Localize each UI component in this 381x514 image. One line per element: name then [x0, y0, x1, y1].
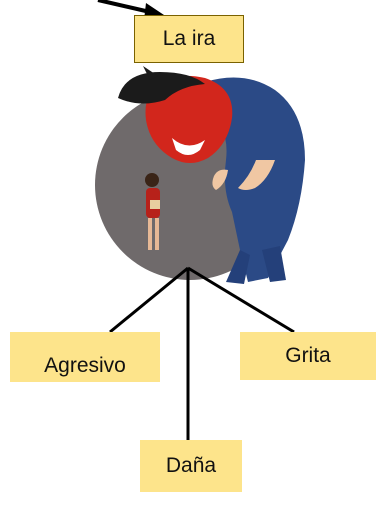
connector-lines: [109, 266, 295, 440]
branch-box-dana: Daña: [140, 440, 242, 492]
branch-label-agresivo: Agresivo: [44, 354, 126, 377]
title-box: La ira: [134, 15, 244, 63]
title-label: La ira: [162, 27, 216, 50]
branch-label-dana: Daña: [165, 454, 217, 477]
branch-box-agresivo: Agresivo: [10, 332, 160, 382]
branch-box-grita: Grita: [240, 332, 376, 380]
angry-monster-illustration-icon: [95, 66, 305, 284]
branch-label-grita: Grita: [285, 344, 331, 367]
